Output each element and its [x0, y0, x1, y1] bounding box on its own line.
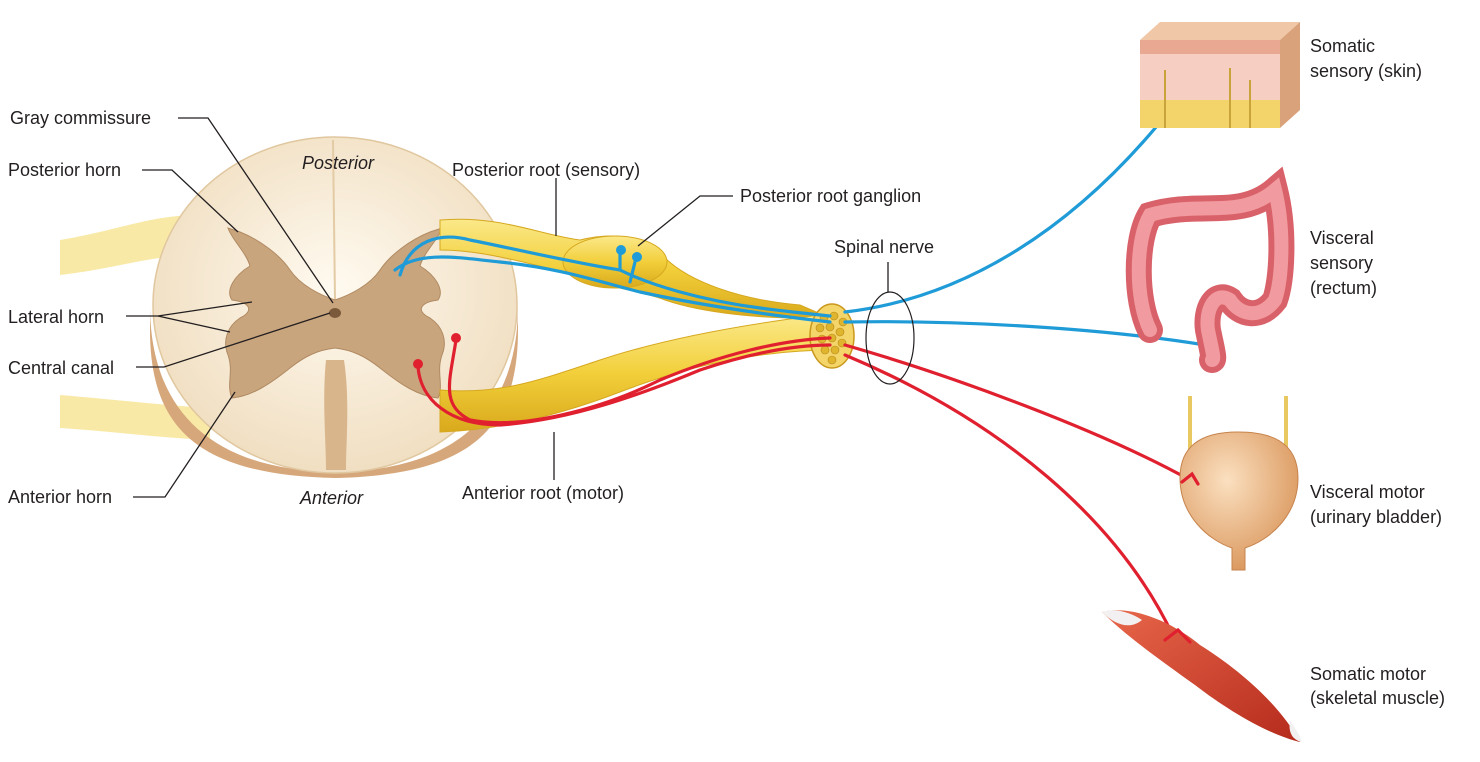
target-skin-line1: Somatic	[1310, 36, 1375, 56]
bladder-illustration	[1179, 396, 1299, 571]
label-posterior-root: Posterior root (sensory)	[452, 160, 640, 180]
spinal-nerve-marker	[865, 291, 915, 385]
label-lateral-horn: Lateral horn	[8, 307, 104, 327]
posterior-median-sulcus	[332, 139, 336, 301]
label-anterior: Anterior	[299, 488, 364, 508]
target-label-rectum: Visceral sensory (rectum)	[1310, 228, 1377, 298]
label-central-canal: Central canal	[8, 358, 114, 378]
motor-fibers	[413, 333, 1192, 642]
target-label-skin: Somatic sensory (skin)	[1310, 36, 1422, 81]
target-label-bladder: Visceral motor (urinary bladder)	[1310, 482, 1442, 527]
muscle-motor-ending	[1163, 627, 1192, 644]
target-bladder-line1: Visceral motor	[1310, 482, 1425, 502]
target-rectum-line1: Visceral	[1310, 228, 1374, 248]
target-label-muscle: Somatic motor (skeletal muscle)	[1310, 664, 1445, 708]
muscle-illustration	[1102, 610, 1302, 742]
label-anterior-horn: Anterior horn	[8, 487, 112, 507]
colon-illustration	[1125, 166, 1295, 373]
target-muscle-line2: (skeletal muscle)	[1310, 688, 1445, 708]
posterior-root-ganglion	[562, 235, 668, 289]
leader-lines	[126, 117, 889, 498]
target-skin-line2: sensory (skin)	[1310, 61, 1422, 81]
label-anterior-root: Anterior root (motor)	[462, 483, 624, 503]
bladder-motor-ending	[1180, 471, 1200, 486]
anterior-median-fissure	[324, 360, 348, 470]
label-posterior: Posterior	[302, 153, 375, 173]
target-rectum-line2: sensory	[1310, 253, 1373, 273]
target-muscle-line1: Somatic motor	[1310, 664, 1426, 684]
skin-illustration	[1140, 22, 1300, 128]
target-bladder-line2: (urinary bladder)	[1310, 507, 1442, 527]
sensory-fibers	[393, 64, 1211, 351]
label-posterior-root-ganglion: Posterior root ganglion	[740, 186, 921, 206]
label-posterior-horn: Posterior horn	[8, 160, 121, 180]
central-canal	[329, 308, 341, 318]
label-gray-commissure: Gray commissure	[10, 108, 151, 128]
target-rectum-line3: (rectum)	[1310, 278, 1377, 298]
label-spinal-nerve: Spinal nerve	[834, 237, 934, 257]
